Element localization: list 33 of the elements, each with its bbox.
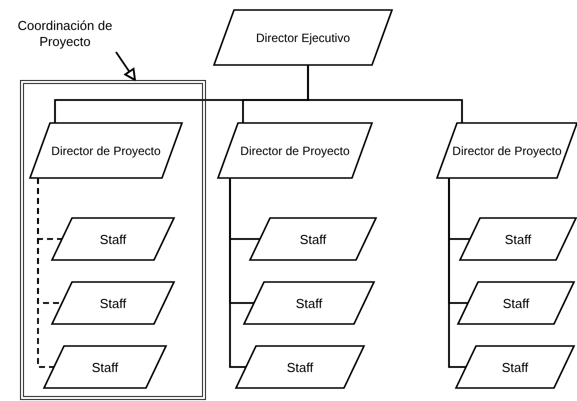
parallelogram-box <box>218 123 372 178</box>
connector-line <box>307 65 463 123</box>
node-label: Director Ejecutivo <box>256 30 350 44</box>
connector-line <box>448 178 466 368</box>
parallelogram-box <box>236 346 364 388</box>
node-label: Staff <box>502 360 528 374</box>
parallelogram-box <box>456 346 574 388</box>
leader-line <box>115 52 136 81</box>
parallelogram-box <box>44 346 166 388</box>
group-title: Coordinación de Proyecto <box>4 12 126 56</box>
node-label: Staff <box>286 360 314 374</box>
parallelogram-box <box>52 282 174 324</box>
connector-line <box>37 178 54 368</box>
parallelogram-box <box>244 282 374 324</box>
node-label: Staff <box>502 296 530 310</box>
parallelogram-box <box>52 218 174 260</box>
parallelogram-box <box>458 282 574 324</box>
node-label: Staff <box>92 360 118 374</box>
node-label: Director de Proyecto <box>452 144 562 158</box>
parallelogram-box <box>460 218 576 260</box>
node-label: Director de Proyecto <box>51 144 161 158</box>
node-label: Staff <box>504 232 532 246</box>
parallelogram-box <box>214 10 392 65</box>
parallelogram-box <box>250 218 376 260</box>
node-label: Staff <box>100 232 126 246</box>
parallelogram-box <box>30 123 182 178</box>
node-label: Staff <box>300 232 326 246</box>
connector-line <box>229 178 246 368</box>
node-label: Director de Proyecto <box>240 144 350 158</box>
node-label: Staff <box>296 296 322 310</box>
parallelogram-box <box>437 123 577 178</box>
group-frame <box>20 80 206 400</box>
node-label: Staff <box>100 296 126 310</box>
